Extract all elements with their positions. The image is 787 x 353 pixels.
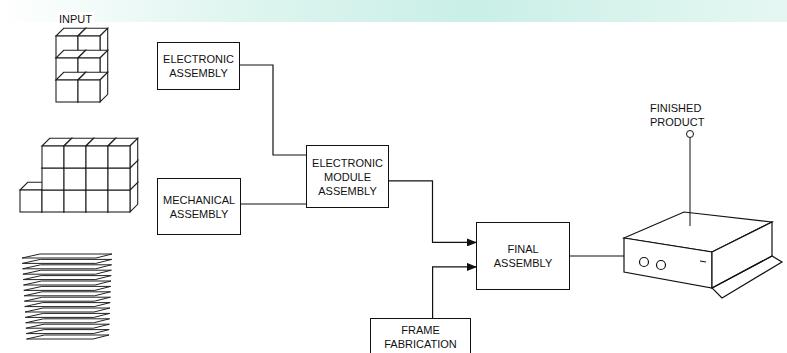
process-box: FRAME FABRICATION [370, 318, 471, 353]
flow-connector [241, 203, 306, 204]
flow-connector [433, 267, 476, 318]
process-box: MECHANICAL ASSEMBLY [157, 178, 241, 235]
caption-label: FINISHED PRODUCT [648, 101, 732, 129]
leader-line [690, 138, 691, 226]
process-box: ELECTRONIC MODULE ASSEMBLY [306, 145, 389, 208]
process-box: ELECTRONIC ASSEMBLY [157, 42, 240, 90]
input-cubes [20, 28, 138, 212]
header-band [0, 0, 787, 22]
box-label: FRAME FABRICATION [376, 323, 465, 351]
sheet-stack [22, 254, 112, 339]
flow-connector [240, 65, 306, 155]
box-label: ELECTRONIC ASSEMBLY [163, 52, 234, 80]
box-label: ELECTRONIC MODULE ASSEMBLY [312, 156, 383, 198]
box-label: FINAL ASSEMBLY [482, 242, 564, 270]
flow-connector [389, 181, 476, 243]
leader-dot [687, 131, 694, 138]
finished-product-drawing [624, 212, 782, 298]
process-box: FINAL ASSEMBLY [476, 222, 570, 290]
output-line [570, 255, 624, 256]
box-label: MECHANICAL ASSEMBLY [163, 193, 235, 221]
caption-label: INPUT [57, 12, 94, 26]
